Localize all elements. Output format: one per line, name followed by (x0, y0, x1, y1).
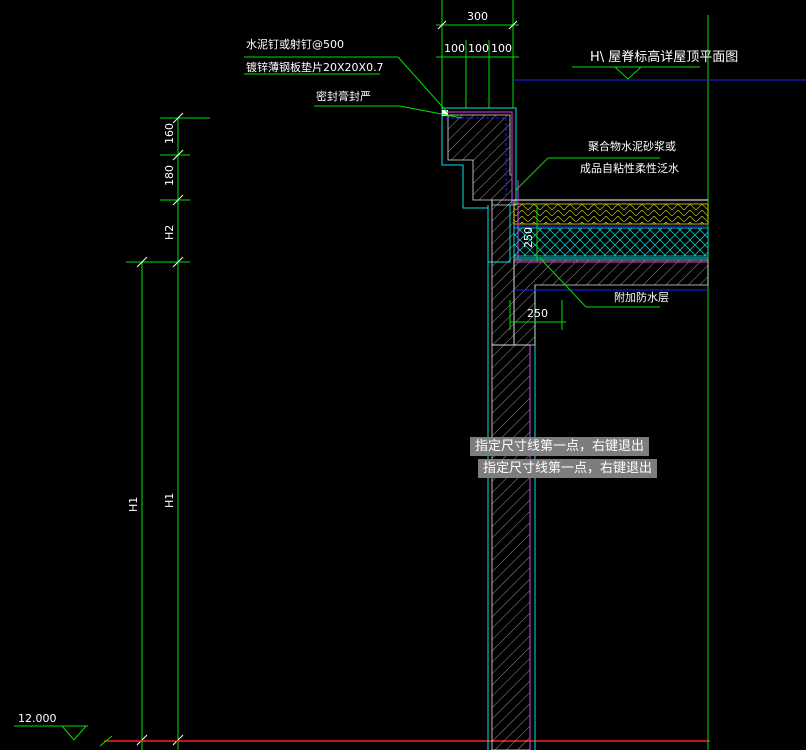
dim-160-label: 160 (163, 123, 176, 144)
dim-250-horiz-label: 250 (527, 307, 548, 320)
roof-slab-layers (513, 180, 709, 346)
wall-section (487, 199, 536, 750)
annotation-leaders (244, 56, 660, 308)
dim-250-vert-label: 250 (522, 227, 535, 248)
elevation-marker: 12.000 (14, 712, 88, 741)
sealant-annotation: 密封膏封严 (316, 89, 371, 103)
dim-100-a-label: 100 (444, 42, 465, 55)
ridge-elev-triangle (614, 66, 642, 80)
left-dimension-chain: 160 180 H2 H1 H1 (126, 112, 210, 750)
nail-annotation: 水泥钉或射钉@500 (246, 37, 344, 51)
floor-tick (99, 735, 113, 747)
dim-h2-label: H2 (163, 225, 176, 240)
gasket-annotation: 镀锌薄钢板垫片20X20X0.7 (246, 60, 384, 74)
dim-100-b-label: 100 (468, 42, 489, 55)
top-dimension: 300 100 100 100 (436, 0, 519, 108)
command-prompt-tooltip-1: 指定尺寸线第一点，右键退出 (470, 437, 650, 456)
mortar-annotation: 聚合物水泥砂浆或 (588, 139, 676, 153)
dim-300-label: 300 (467, 10, 488, 23)
command-prompt-tooltip-2: 指定尺寸线第一点，右键退出 (478, 459, 658, 478)
fastener-marker (442, 110, 448, 116)
roof-title-label: H\ 屋脊标高详屋顶平面图 (590, 49, 738, 65)
dim-h1-outer-label: H1 (127, 497, 140, 512)
dim-h1-inner-label: H1 (163, 493, 176, 508)
dim-100-c-label: 100 (491, 42, 512, 55)
extra-waterproof-annotation: 附加防水层 (614, 290, 669, 304)
elevation-label: 12.000 (18, 712, 57, 725)
dim-250-group: 250 250 (509, 205, 566, 330)
membrane-annotation: 成品自粘性柔性泛水 (580, 161, 679, 175)
dim-180-label: 180 (163, 165, 176, 186)
